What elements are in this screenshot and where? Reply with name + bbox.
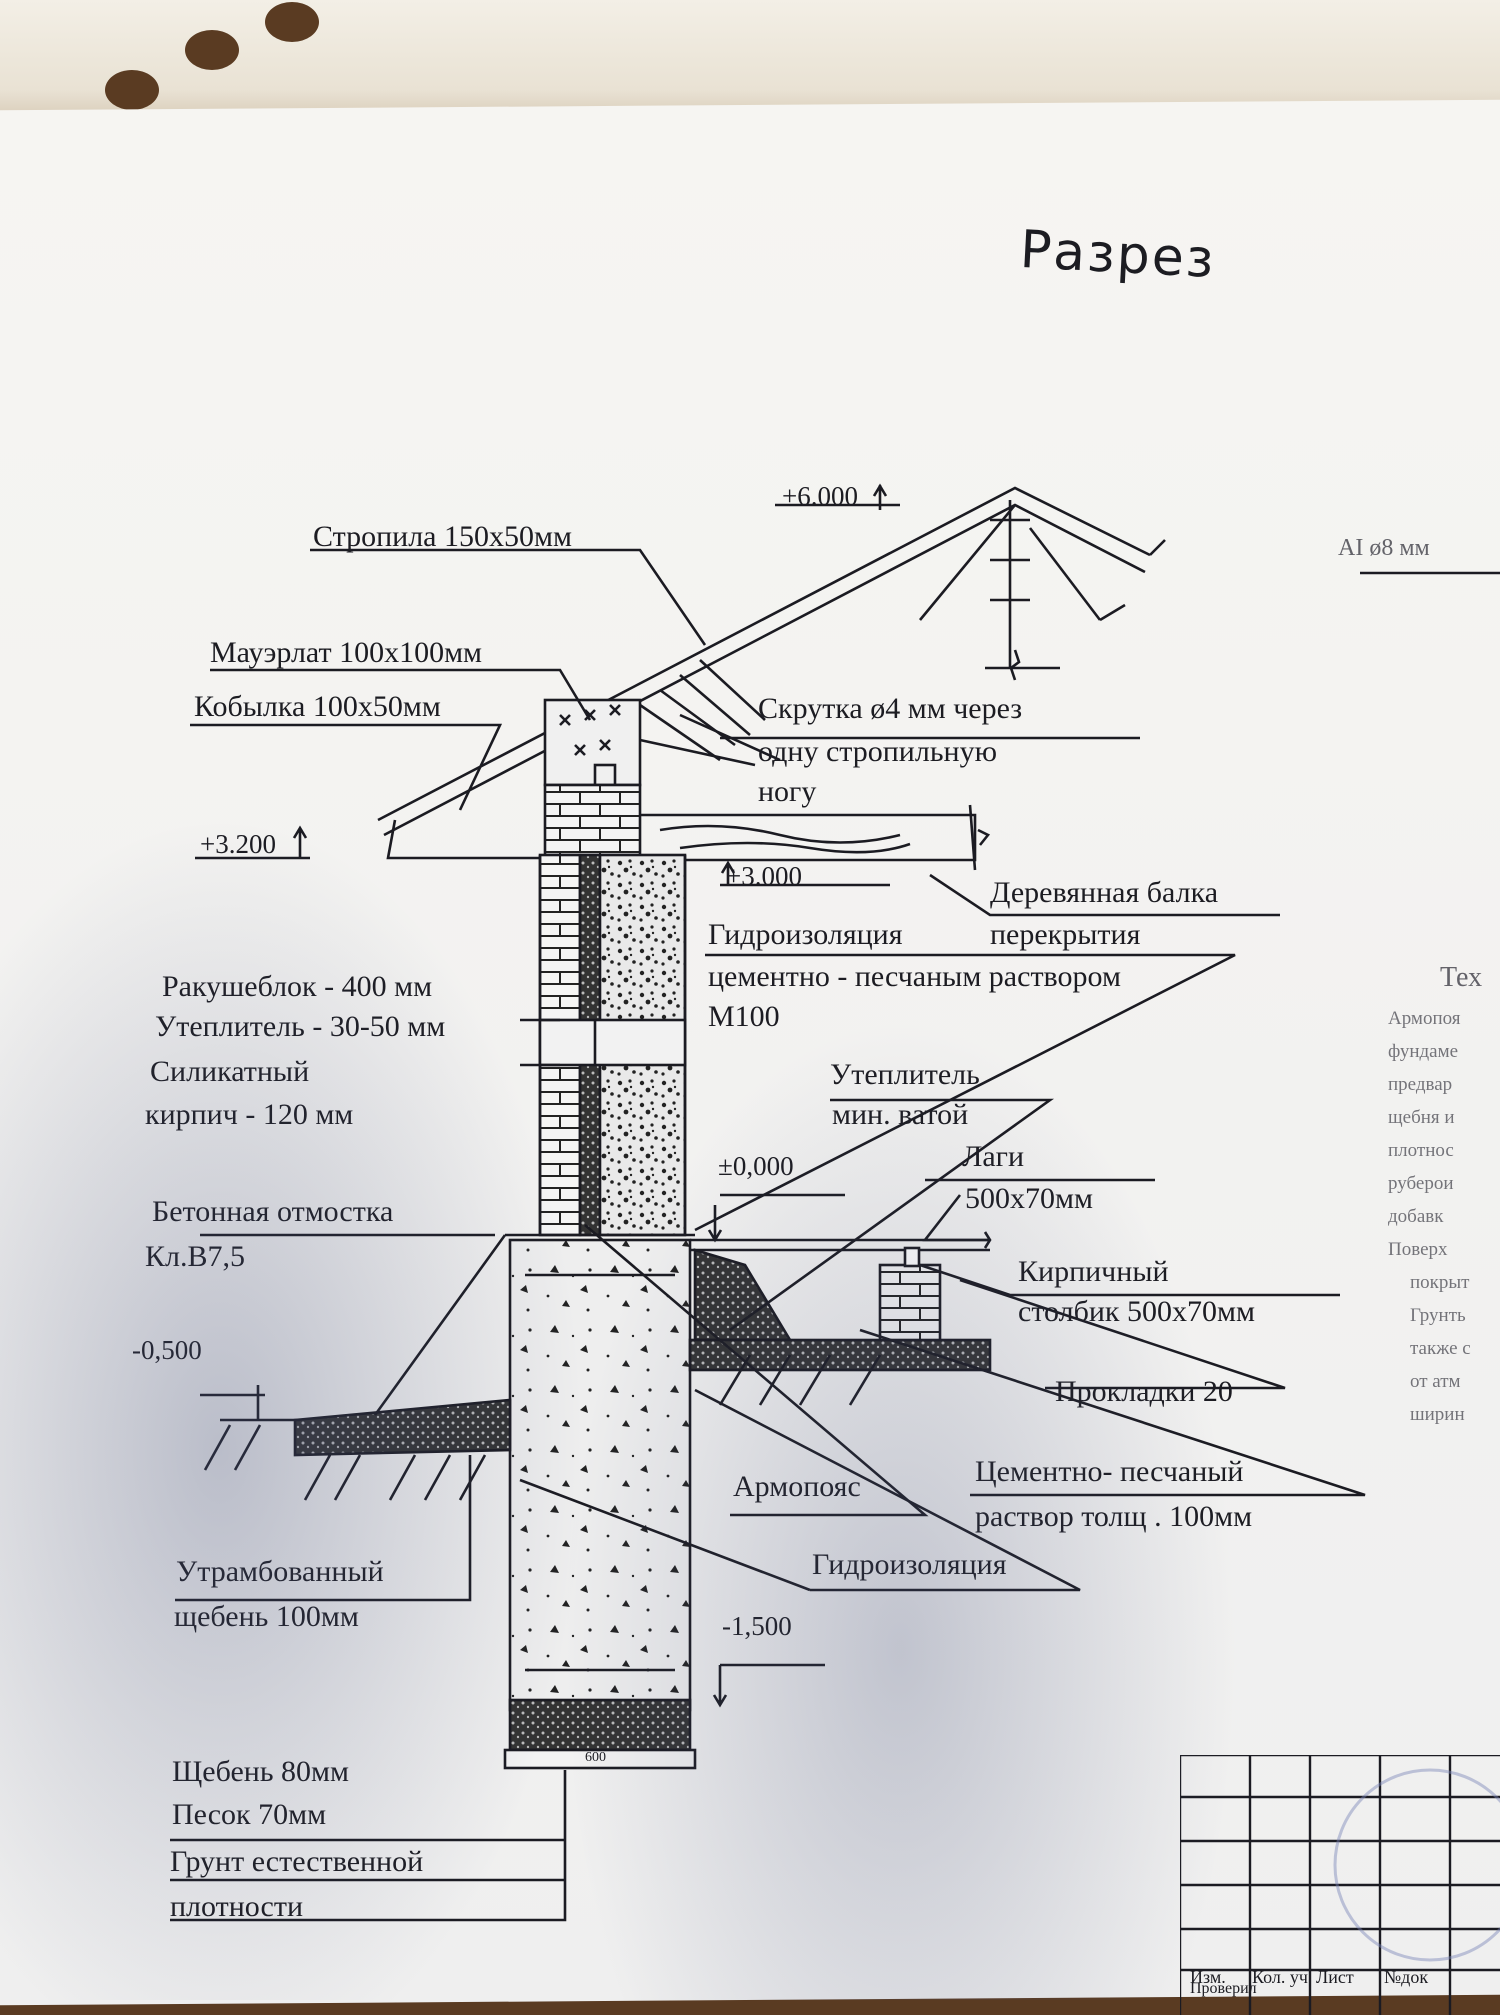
- shellblock-label: Ракушеблок - 400 мм: [162, 970, 433, 1003]
- elevation-mark-minus-0500: -0,500: [132, 1335, 202, 1365]
- stamp-izm: Изм.: [1190, 1967, 1226, 1987]
- wall-insulation-label: Утеплитель - 30-50 мм: [155, 1010, 446, 1043]
- mauerlat-label: Мауэрлат 100х100мм: [210, 636, 483, 669]
- mortar-label-line1: Цементно- песчаный: [975, 1455, 1244, 1488]
- tech-note-line: также с: [1410, 1338, 1471, 1359]
- zero-elevation-mark: ±0,000: [718, 1151, 794, 1181]
- tech-note-line: Поверх: [1388, 1239, 1448, 1260]
- tech-note-line: добавк: [1388, 1206, 1444, 1227]
- foundation-width-dimension: 600: [585, 1750, 606, 1765]
- twist-label-line3: ногу: [758, 775, 817, 808]
- title-block: [1180, 1755, 1500, 2015]
- tech-note-line: Армопоя: [1388, 1008, 1461, 1029]
- twist-label-line1: Скрутка ø4 мм через: [758, 692, 1023, 725]
- tech-note-line: от атм: [1410, 1371, 1461, 1392]
- blind-area-line1: Бетонная отмостка: [152, 1195, 394, 1228]
- mortar-label-line2: раствор толщ . 100мм: [975, 1500, 1253, 1533]
- tech-note-line: щебня и: [1388, 1107, 1455, 1128]
- sheet-title: Разрез: [1018, 219, 1217, 291]
- sand-layer-label: Песок 70мм: [172, 1798, 327, 1831]
- stamp-kol-uch: Кол. уч: [1252, 1967, 1308, 1987]
- brick-label-line1: Силикатный: [150, 1055, 310, 1088]
- stamp-proveril: Проверил: [1190, 1980, 1257, 1997]
- beam-elevation-mark: +3.000: [726, 861, 802, 891]
- pads-label: Прокладки 20: [1055, 1375, 1233, 1408]
- tech-note-line: предвар: [1388, 1074, 1453, 1095]
- beam-label-line2: перекрытия: [990, 918, 1141, 951]
- tech-heading-fragment: Тех: [1440, 962, 1483, 993]
- tech-note-line: Грунть: [1410, 1305, 1466, 1326]
- punch-hole: [185, 30, 239, 70]
- twist-label-line2: одну стропильную: [758, 735, 997, 768]
- rammed-gravel-line1: Утрамбованный: [176, 1555, 384, 1588]
- waterproofing-label: Гидроизоляция: [812, 1548, 1007, 1581]
- soil-label-line2: плотности: [170, 1890, 304, 1923]
- beam-label-line1: Деревянная балка: [990, 876, 1219, 909]
- wall-waterproof-line1: Гидроизоляция: [708, 918, 903, 951]
- tech-note-line: фундаме: [1388, 1041, 1459, 1062]
- stamp-list: Лист: [1316, 1967, 1354, 1987]
- column-label-line1: Кирпичный: [1018, 1255, 1169, 1288]
- rebar-label: AI ø8 мм: [1338, 535, 1430, 561]
- tech-note-line: руберои: [1388, 1173, 1454, 1194]
- stamp-ndok: №док: [1384, 1967, 1429, 1987]
- wall-waterproof-line3: М100: [708, 1000, 780, 1033]
- rammed-gravel-line2: щебень 100мм: [174, 1600, 359, 1633]
- ridge-elevation-mark: +6.000: [782, 481, 858, 511]
- armopoyas-label: Армопояс: [733, 1470, 861, 1503]
- kobylka-label: Кобылка 100х50мм: [194, 690, 441, 723]
- tech-note-line: покрыт: [1410, 1272, 1470, 1293]
- floor-insulation-line1: Утеплитель: [830, 1058, 980, 1091]
- soil-label-line1: Грунт естественной: [170, 1845, 424, 1878]
- gravel-layer-label: Щебень 80мм: [172, 1755, 349, 1788]
- elevation-mark-minus-1500: -1,500: [722, 1611, 792, 1641]
- column-label-line2: столбик 500х70мм: [1018, 1295, 1255, 1328]
- floor-insulation-line2: мин. ватой: [832, 1098, 969, 1131]
- joists-label-line1: Лаги: [962, 1140, 1025, 1173]
- rafters-label: Стропила 150х50мм: [313, 520, 572, 553]
- tech-note-line: ширин: [1410, 1404, 1465, 1425]
- punch-hole: [105, 70, 159, 110]
- brick-label-line2: кирпич - 120 мм: [145, 1098, 354, 1131]
- joists-label-line2: 500х70мм: [965, 1182, 1093, 1215]
- blind-area-line2: Кл.В7,5: [145, 1240, 245, 1273]
- wall-waterproof-line2: цементно - песчаным раствором: [708, 960, 1121, 993]
- tech-note-line: плотнос: [1388, 1140, 1454, 1161]
- punch-hole: [265, 2, 319, 42]
- eave-elevation-mark: +3.200: [200, 829, 276, 859]
